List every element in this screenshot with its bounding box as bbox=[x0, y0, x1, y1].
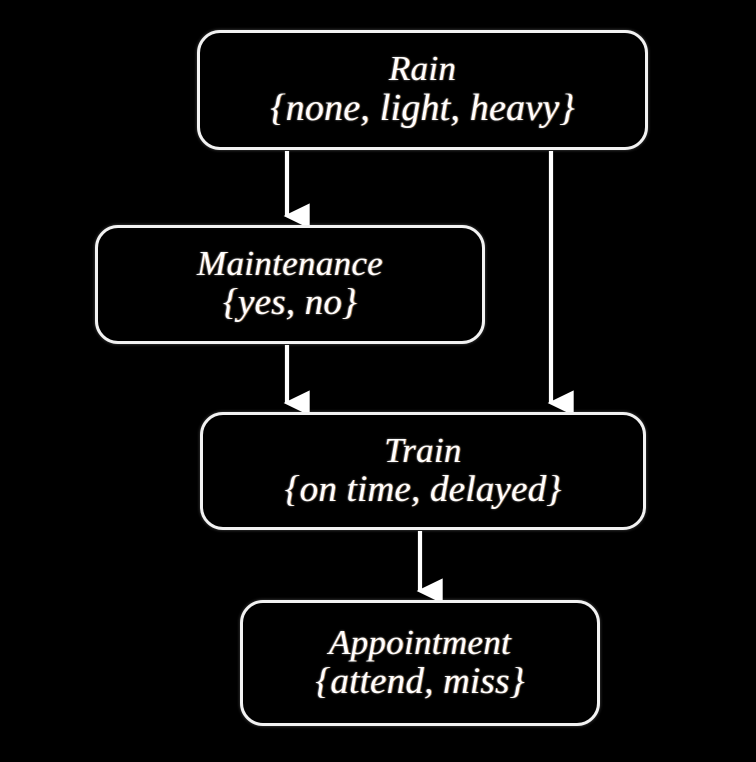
node-train-label: Train bbox=[384, 430, 462, 470]
node-maintenance-states: {yes, no} bbox=[222, 282, 358, 324]
node-train[interactable]: Train {on time, delayed} bbox=[200, 412, 646, 530]
node-rain[interactable]: Rain {none, light, heavy} bbox=[197, 30, 648, 150]
node-train-states: {on time, delayed} bbox=[284, 468, 562, 510]
node-maintenance-label: Maintenance bbox=[196, 244, 383, 284]
node-rain-states: {none, light, heavy} bbox=[270, 87, 575, 130]
node-maintenance[interactable]: Maintenance {yes, no} bbox=[95, 225, 485, 344]
node-rain-label: Rain bbox=[388, 49, 457, 89]
node-appointment-states: {attend, miss} bbox=[315, 660, 525, 702]
node-appointment[interactable]: Appointment {attend, miss} bbox=[240, 600, 600, 726]
node-appointment-label: Appointment bbox=[328, 622, 512, 662]
